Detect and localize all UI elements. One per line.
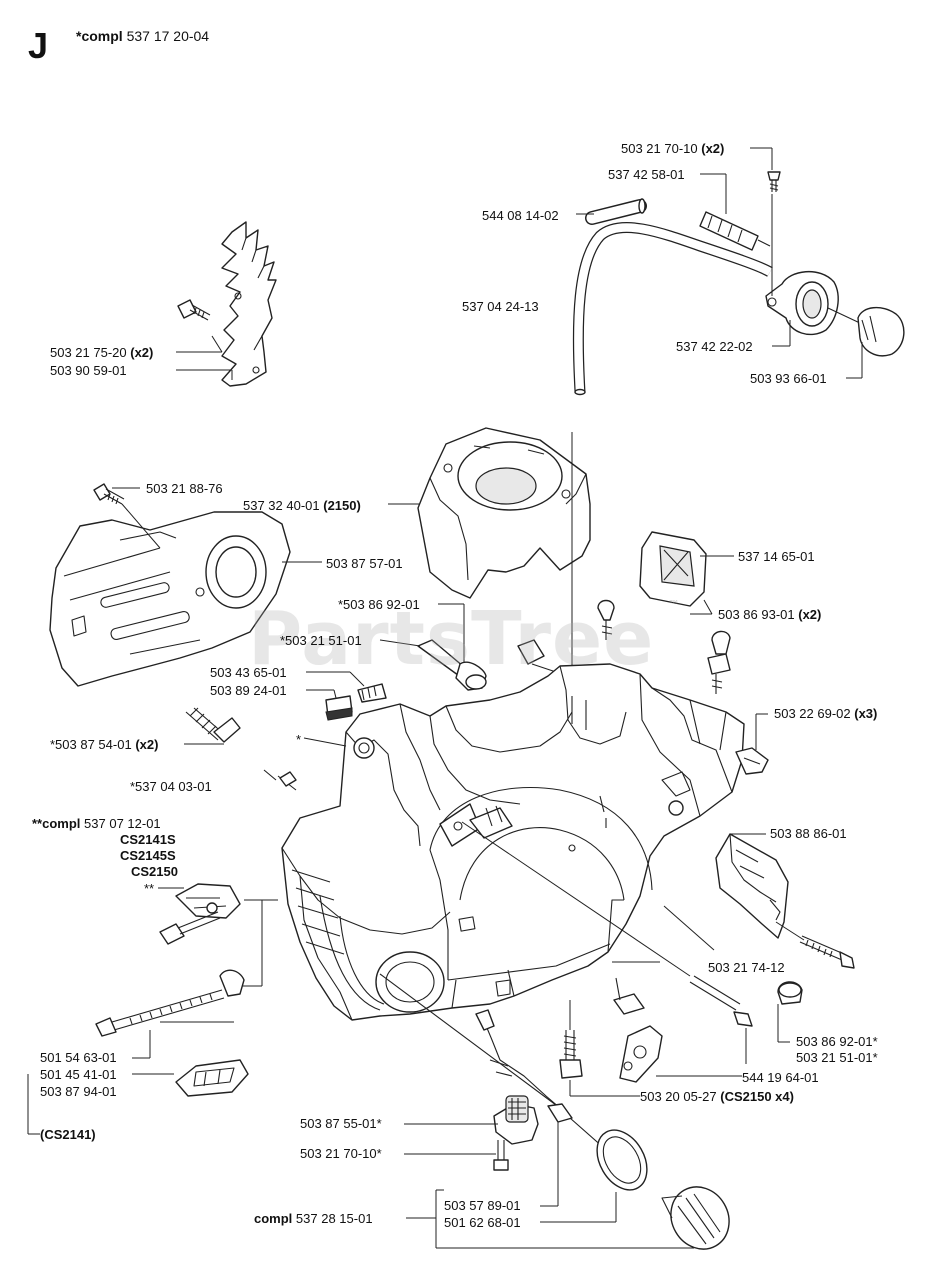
part-label: 503 21 75-20 (x2) bbox=[50, 345, 154, 360]
spacer-part[interactable] bbox=[325, 683, 387, 721]
part-label: 503 90 59-01 bbox=[50, 363, 127, 378]
part-label: 503 86 93-01 (x2) bbox=[718, 607, 822, 622]
part-label: 503 20 05-27 (CS2150 x4) bbox=[640, 1089, 794, 1104]
part-label: *503 21 51-01 bbox=[280, 633, 362, 648]
part-label: *503 86 92-01 bbox=[338, 597, 420, 612]
part-label: 503 21 74-12 bbox=[708, 960, 785, 975]
assembly-header-number: 537 17 20-04 bbox=[126, 28, 210, 44]
part-label: 503 21 70-10* bbox=[300, 1146, 382, 1161]
leader-line bbox=[303, 737, 347, 747]
leader-line bbox=[379, 639, 421, 647]
part-label: 503 43 65-01 bbox=[210, 665, 287, 680]
short-hose-part[interactable] bbox=[585, 198, 647, 225]
part-label: * bbox=[296, 732, 302, 747]
heat-shield-screw[interactable] bbox=[775, 921, 855, 969]
rubber-washer-part[interactable] bbox=[735, 747, 769, 775]
part-label: 537 42 58-01 bbox=[608, 167, 685, 182]
fuel-hose-part[interactable] bbox=[572, 222, 773, 396]
part-label: CS2150 bbox=[131, 864, 178, 879]
part-label: 503 21 51-01* bbox=[796, 1050, 878, 1065]
part-label: 501 54 63-01 bbox=[40, 1050, 117, 1065]
oil-pump-part[interactable] bbox=[493, 1095, 539, 1145]
oil-strainer-part[interactable] bbox=[540, 1103, 605, 1207]
leader-line bbox=[703, 599, 713, 615]
part-label: 501 62 68-01 bbox=[444, 1215, 521, 1230]
part-label: 503 21 70-10 (x2) bbox=[621, 141, 725, 156]
part-label: CS2141S bbox=[120, 832, 176, 847]
assembly-header-prefix: *compl bbox=[76, 28, 123, 44]
leader-line bbox=[211, 335, 223, 353]
part-label: 503 87 55-01* bbox=[300, 1116, 382, 1131]
intake-boot-part[interactable] bbox=[639, 531, 707, 607]
crankcase-part[interactable] bbox=[281, 663, 745, 1021]
assembly-header: *compl 537 17 20-04 bbox=[76, 28, 209, 44]
rubber-mount-part[interactable] bbox=[707, 630, 731, 694]
part-label: 537 04 24-13 bbox=[462, 299, 539, 314]
bracket-part[interactable] bbox=[619, 1025, 663, 1083]
part-label: 544 19 64-01 bbox=[742, 1070, 819, 1085]
cap-washer-part[interactable] bbox=[777, 981, 803, 1005]
primer-screw-part[interactable] bbox=[767, 171, 781, 192]
oil-cap-part[interactable] bbox=[444, 1176, 740, 1259]
part-label: 501 45 41-01 bbox=[40, 1067, 117, 1082]
part-label: CS2145S bbox=[120, 848, 176, 863]
part-label: compl 537 28 15-01 bbox=[254, 1211, 373, 1226]
part-label: 503 93 66-01 bbox=[750, 371, 827, 386]
primer-housing-part[interactable] bbox=[765, 270, 839, 336]
rubber-plug-part[interactable] bbox=[417, 639, 487, 691]
leader-line bbox=[333, 689, 337, 699]
leader-line bbox=[349, 671, 365, 687]
part-label: 503 86 92-01* bbox=[796, 1034, 878, 1049]
crankcase-bolt[interactable] bbox=[559, 1000, 640, 1097]
part-label: 503 87 57-01 bbox=[326, 556, 403, 571]
part-label: ** bbox=[144, 881, 155, 896]
small-washer-part[interactable] bbox=[517, 639, 545, 665]
cover-stud-part[interactable] bbox=[185, 707, 241, 743]
section-letter: J bbox=[28, 25, 49, 66]
leader-line bbox=[663, 905, 715, 951]
part-label: 537 32 40-01 (2150) bbox=[243, 498, 361, 513]
part-label: 503 21 88-76 bbox=[146, 481, 223, 496]
part-label: 544 08 14-02 bbox=[482, 208, 559, 223]
part-label: 503 57 89-01 bbox=[444, 1198, 521, 1213]
boot-clip-part[interactable] bbox=[597, 599, 615, 641]
part-label: *503 87 54-01 (x2) bbox=[50, 737, 159, 752]
tensioner-plate-part[interactable] bbox=[175, 1059, 249, 1097]
part-label: 503 89 24-01 bbox=[210, 683, 287, 698]
small-clip-part[interactable] bbox=[613, 977, 645, 1015]
cylinder-adapter-part[interactable] bbox=[417, 427, 591, 599]
part-label: 503 22 69-02 (x3) bbox=[774, 706, 878, 721]
part-label: (CS2141) bbox=[40, 1127, 96, 1142]
part-label: 503 88 86-01 bbox=[770, 826, 847, 841]
tensioner-screw-part[interactable] bbox=[95, 969, 245, 1037]
watermark-text: PartsTree bbox=[248, 596, 655, 682]
long-screw-right[interactable] bbox=[461, 821, 753, 1064]
oil-cap-seal-part[interactable] bbox=[540, 1121, 657, 1223]
part-label: 503 87 94-01 bbox=[40, 1084, 117, 1099]
oil-hose-part[interactable] bbox=[379, 973, 561, 1109]
oil-pump-screw[interactable] bbox=[404, 1140, 509, 1171]
clutch-cover-bolt[interactable] bbox=[93, 483, 161, 549]
chain-catcher-part[interactable] bbox=[221, 221, 277, 387]
fuel-filter-part[interactable] bbox=[699, 211, 771, 251]
chain-catcher-screw[interactable] bbox=[177, 299, 211, 321]
primer-bulb-part[interactable] bbox=[827, 307, 905, 357]
watermark-trademark: ™ bbox=[668, 598, 680, 612]
chain-tensioner-part[interactable] bbox=[159, 883, 241, 945]
part-label: **compl 537 07 12-01 bbox=[32, 816, 161, 831]
part-label: 537 42 22-02 bbox=[676, 339, 753, 354]
part-label: *537 04 03-01 bbox=[130, 779, 212, 794]
part-label: 537 14 65-01 bbox=[738, 549, 815, 564]
heat-shield-part[interactable] bbox=[715, 833, 789, 939]
small-pin-part[interactable] bbox=[263, 769, 297, 791]
clutch-cover-part[interactable] bbox=[49, 511, 291, 687]
